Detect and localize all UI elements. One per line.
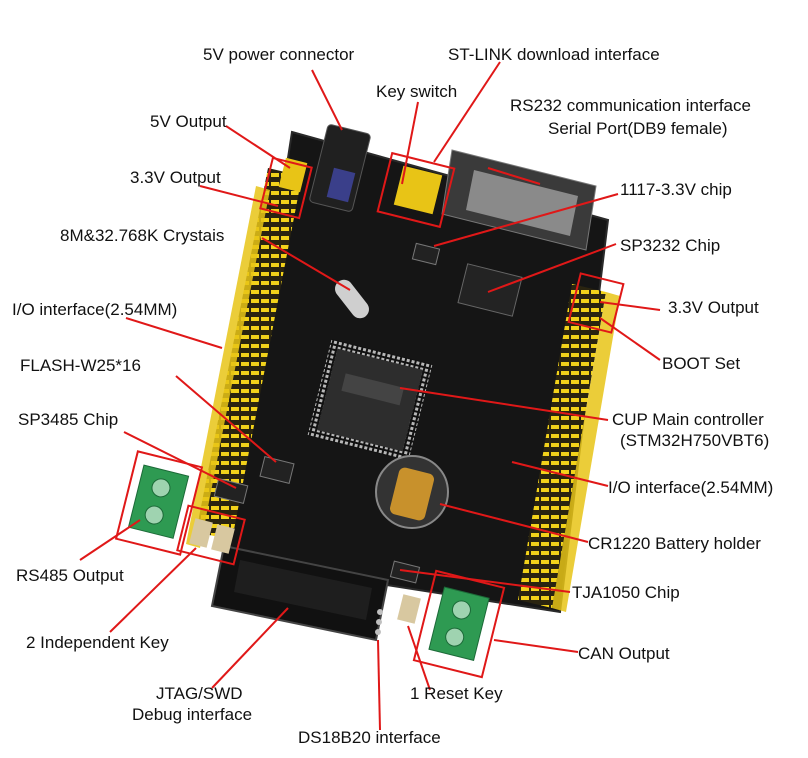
label-sp3232: SP3232 Chip [620,236,721,255]
label-io-left: I/O interface(2.54MM) [12,300,178,319]
label-ds18b20: DS18B20 interface [298,728,441,747]
label-33v-output-left: 3.3V Output [130,168,221,187]
label-tja1050: TJA1050 Chip [572,583,680,602]
label-independent-key: 2 Independent Key [26,633,169,652]
label-1117-chip: 1117-3.3V chip [620,180,732,199]
leader-lines [79,61,661,731]
highlight-rs485 [114,450,204,556]
chip-sp3232 [457,263,523,317]
label-stlink: ST-LINK download interface [448,45,660,64]
chip-flash [259,456,295,484]
chip-tja1050 [389,560,421,584]
highlight-power-pins [259,156,313,220]
label-sp3485: SP3485 Chip [18,410,119,429]
label-rs232-line1: RS232 communication interface [510,96,751,115]
label-rs232-line2: Serial Port(DB9 female) [548,119,728,138]
label-mcu-line2: (STM32H750VBT6) [620,431,770,450]
highlight-keys [176,504,246,566]
dc-jack [309,124,371,212]
label-jtag-line1: JTAG/SWD [156,684,243,703]
label-reset-key: 1 Reset Key [410,684,503,703]
reset-key [397,594,421,624]
label-rs485-output: RS485 Output [16,566,124,585]
left-pin-header [196,168,302,540]
highlight-stlink [376,151,456,229]
can-terminal [428,586,490,661]
label-flash: FLASH-W25*16 [20,356,141,375]
label-33v-output-right: 3.3V Output [668,298,759,317]
label-can-output: CAN Output [578,644,670,663]
label-mcu-line1: CUP Main controller [612,410,764,429]
crystal-8m [334,279,370,319]
right-pin-header [518,284,606,608]
label-5v-output: 5V Output [150,112,227,131]
label-key-switch: Key switch [376,82,458,101]
label-boot-set: BOOT Set [662,354,741,373]
label-power-connector: 5V power connector [203,45,355,64]
key-2 [211,524,235,554]
mcu-chip [307,338,433,462]
key-1 [189,518,213,548]
label-crystals: 8M&32.768K Crystais [60,226,225,245]
stlink-header [393,165,443,215]
label-jtag-line2: Debug interface [132,705,253,724]
label-battery-holder: CR1220 Battery holder [588,534,761,553]
rs485-terminal [127,464,190,539]
chip-1117 [411,242,441,266]
chip-sp3485 [213,478,249,504]
label-io-right: I/O interface(2.54MM) [608,478,774,497]
highlight-right-pins [567,272,625,334]
